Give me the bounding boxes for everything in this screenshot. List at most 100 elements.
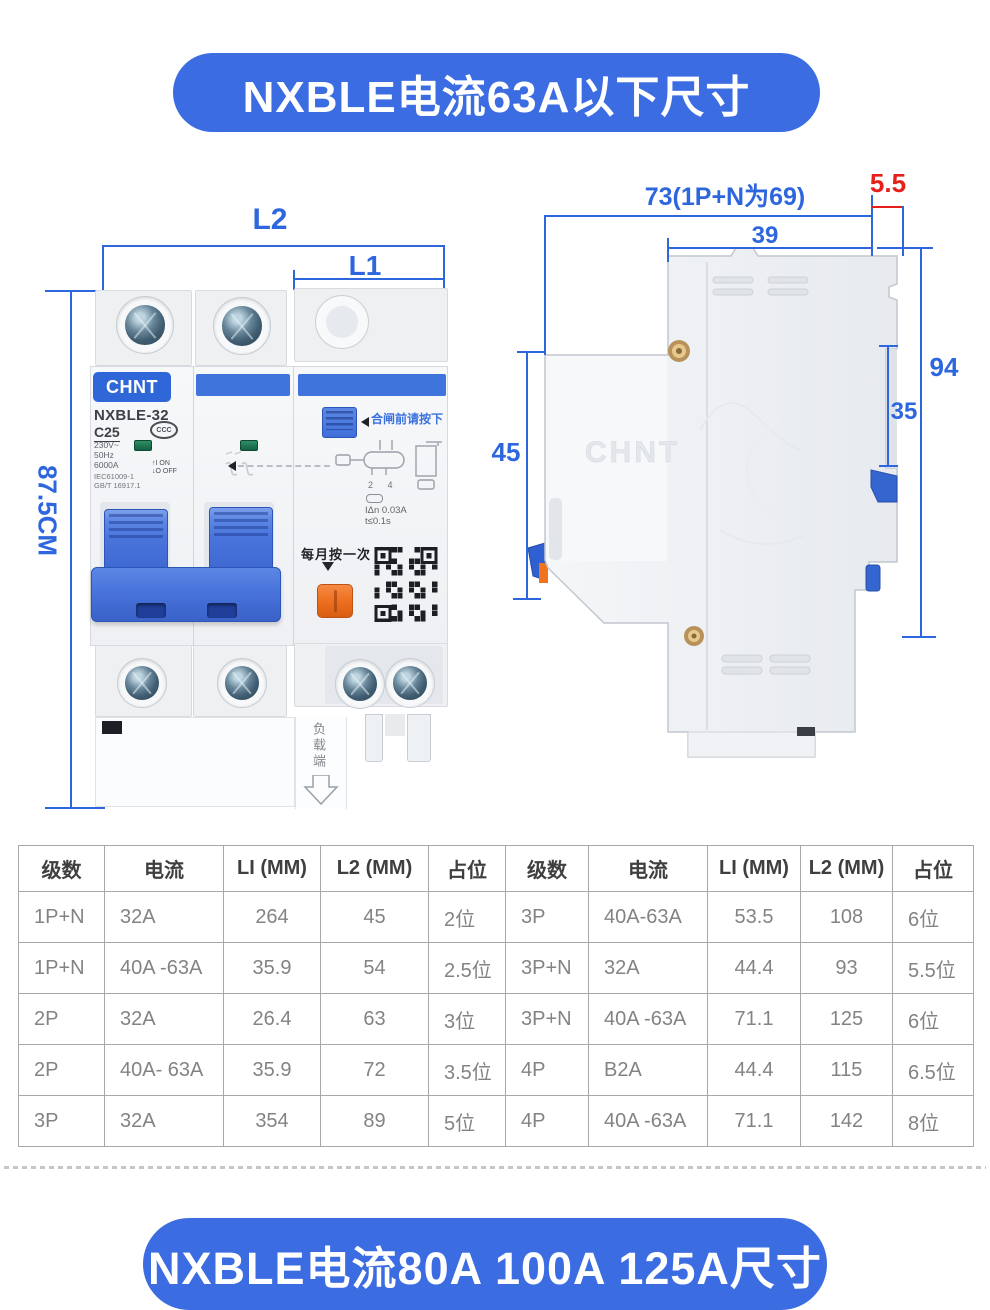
top-banner: NXBLE电流63A以下尺寸: [173, 53, 820, 132]
table-cell: 4P: [505, 1044, 589, 1096]
col-header: 电流: [588, 845, 708, 892]
dim-label-top: 39: [751, 222, 779, 249]
dim-label-front: 45: [491, 437, 521, 467]
faint-marking: [225, 451, 254, 476]
indicator-led: [240, 440, 258, 451]
barcode-mark: [102, 721, 122, 734]
bottom-step: [687, 731, 816, 758]
test-symbol: [366, 494, 383, 503]
indicator-led: [134, 440, 152, 451]
table-cell: 108: [800, 891, 893, 943]
test-orange-button: [317, 584, 353, 618]
table-cell: 35.9: [223, 1044, 321, 1096]
dim-label-height-side: 94: [929, 352, 959, 382]
side-front-face: [546, 356, 667, 561]
table-cell: 93: [800, 942, 893, 994]
dashed-divider: [4, 1166, 986, 1169]
model-label: NXBLE-32: [94, 407, 169, 424]
dim-line-height-side: [920, 248, 922, 638]
table-cell: 32A: [588, 942, 708, 994]
table-cell: 26.4: [223, 993, 321, 1045]
table-cell: 71.1: [707, 993, 801, 1045]
table-cell: 264: [223, 891, 321, 943]
wiring-diagram: 2 4: [335, 440, 442, 490]
load-arrow-icon: [303, 775, 339, 805]
table-cell: 89: [320, 1095, 429, 1147]
col-header: 级数: [505, 845, 589, 892]
blue-button-note: 合闸前请按下: [371, 412, 444, 426]
table-cell: 63: [320, 993, 429, 1045]
dark-slot: [797, 727, 815, 736]
table-cell: 40A -63A: [588, 1095, 708, 1147]
dim-line-height: [70, 291, 72, 808]
table-cell: 115: [800, 1044, 893, 1096]
table-cell: 3P+N: [505, 942, 589, 994]
connection-prong: [365, 714, 383, 762]
dim-label-l2: L2: [252, 203, 288, 236]
standard-label: IEC61009-1: [94, 472, 135, 481]
dim-line-back: [872, 206, 903, 208]
terminal-screw: [116, 296, 174, 354]
table-cell: B2A: [588, 1044, 708, 1096]
dim-ext-l2-right: [443, 245, 445, 290]
table-cell: 5.5位: [892, 942, 974, 994]
terminal-screw: [335, 659, 385, 709]
dim-line-front: [526, 352, 528, 600]
bottom-cover-panel: [95, 717, 295, 807]
table-cell: 4P: [505, 1095, 589, 1147]
vent-slots-bottom: [721, 654, 811, 675]
toggle-lever: [104, 509, 168, 571]
dim-tick-rail-top: [879, 345, 898, 347]
ccc-mark: CCC: [150, 421, 178, 439]
emboss-circle: [746, 421, 844, 519]
arrow-down-icon: [322, 562, 334, 571]
test-note: 每月按一次: [301, 547, 372, 562]
arrow-left-icon: [228, 461, 236, 471]
table-cell: 32A: [104, 993, 224, 1045]
terminal-screw: [385, 658, 435, 708]
dashed-link-line: [238, 465, 330, 467]
qr-code: [374, 547, 438, 622]
table-cell: 3P: [18, 1095, 105, 1147]
dim-tick-height-bottom: [45, 807, 105, 809]
col-header: LI (MM): [223, 845, 321, 892]
col-header: LI (MM): [707, 845, 801, 892]
terminal-hole: [315, 295, 369, 349]
blue-strip: [196, 374, 290, 396]
col-header: 级数: [18, 845, 105, 892]
reset-blue-button: [322, 407, 357, 438]
prong-bridge: [385, 714, 405, 736]
standard-label: GB/T 16917.1: [94, 481, 141, 490]
col-header: 占位: [428, 845, 506, 892]
din-clip: [870, 469, 898, 503]
bottom-banner: NXBLE电流80A 100A 125A尺寸: [143, 1218, 827, 1310]
dim-ext-top-left: [667, 238, 669, 262]
table-cell: 2P: [18, 993, 105, 1045]
breaking-capacity-label: 6000A: [94, 460, 119, 470]
rating-label: C25: [94, 424, 120, 442]
dim-tick-height-top: [45, 290, 105, 292]
on-off-label: ↑I ON ↓O OFF: [152, 460, 177, 475]
dim-ext-l1-left: [293, 270, 295, 290]
dim-label-height: 87.5CM: [32, 464, 63, 557]
dimension-table: 级数 电流 LI (MM) L2 (MM) 占位 级数 电流 LI (MM) L…: [18, 845, 974, 1147]
table-cell: 40A -63A: [588, 993, 708, 1045]
dim-label-rail: 35: [890, 398, 918, 425]
table-cell: 3.5位: [428, 1044, 506, 1096]
embossed-brand: CHNT: [585, 436, 680, 469]
module-seam: [193, 366, 194, 646]
col-header: L2 (MM): [800, 845, 893, 892]
table-cell: 3P: [505, 891, 589, 943]
connection-prong: [407, 714, 431, 762]
col-header: 电流: [104, 845, 224, 892]
dim-label-total-width: 73(1P+N为69): [644, 183, 806, 211]
emboss-curve: [699, 402, 806, 545]
din-clip-tab: [865, 564, 881, 592]
residual-current-label: IΔn 0.03A: [365, 505, 407, 516]
dim-ext-back-left: [871, 195, 873, 256]
rivet: [668, 340, 690, 362]
table-cell: 8位: [892, 1095, 974, 1147]
